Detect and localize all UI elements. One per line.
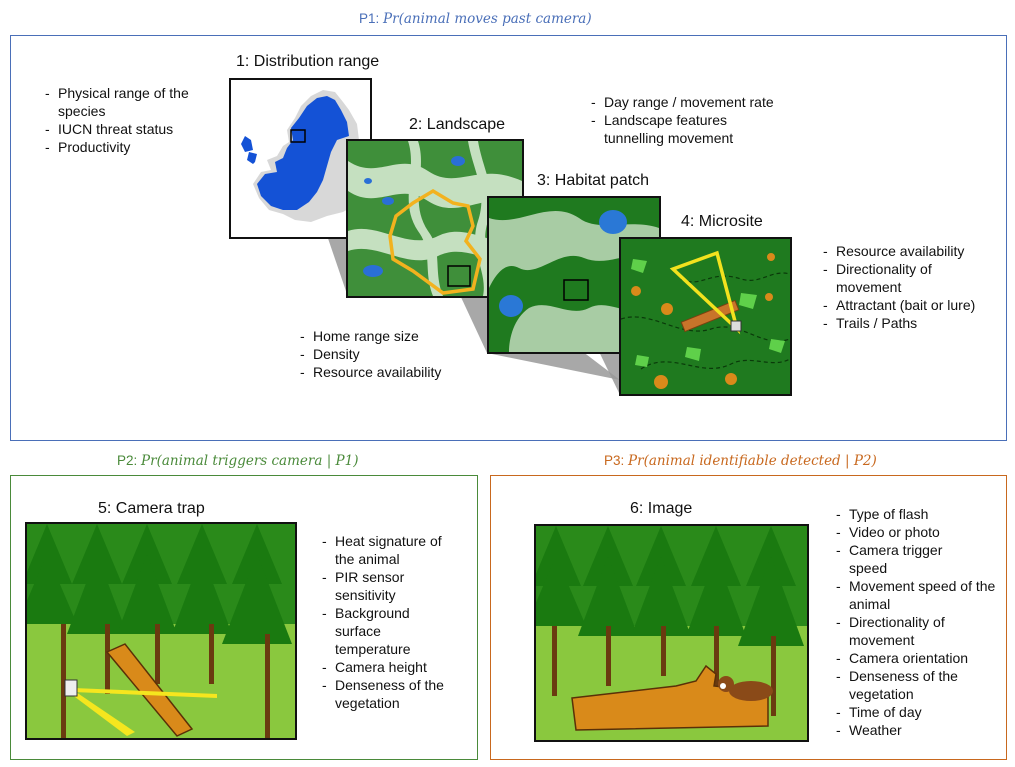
list-item: Day range / movement rate	[591, 93, 801, 111]
list-item: Time of day	[836, 703, 1001, 721]
p1-expression: Pr(animal moves past camera)	[383, 11, 592, 27]
list-item: Type of flash	[836, 505, 1001, 523]
p2-title: P2: Pr(animal triggers camera | P1)	[117, 453, 358, 469]
list-item: Background surface temperature	[322, 604, 425, 658]
p3-title: P3: Pr(animal identifiable detected | P2…	[604, 453, 877, 469]
list-item: Camera trigger speed	[836, 541, 964, 577]
range-factor-list: Physical range of the species IUCN threa…	[45, 84, 210, 156]
p3-expression: Pr(animal identifiable detected | P2)	[628, 453, 877, 469]
list-item: Resource availability	[300, 363, 480, 381]
list-item: Directionality of movement	[823, 260, 961, 296]
habitat-factor-list: Home range size Density Resource availab…	[300, 327, 480, 381]
distribution-range-title: 1: Distribution range	[236, 53, 380, 70]
p2-expression: Pr(animal triggers camera | P1)	[141, 453, 359, 469]
list-item: Home range size	[300, 327, 480, 345]
camera-trap-title: 5: Camera trap	[98, 500, 205, 517]
list-item: Resource availability	[823, 242, 998, 260]
list-item: Movement speed of the animal	[836, 577, 999, 613]
p2-frame	[10, 475, 478, 760]
list-item: PIR sensor sensitivity	[322, 568, 425, 604]
habitat-patch-title: 3: Habitat patch	[537, 172, 650, 189]
list-item: Heat signature of the animal	[322, 532, 460, 568]
list-item: Video or photo	[836, 523, 1001, 541]
list-item: Weather	[836, 721, 1001, 739]
list-item: Camera height	[322, 658, 472, 676]
microsite-title: 4: Microsite	[681, 213, 763, 230]
list-item: Denseness of the vegetation	[836, 667, 979, 703]
list-item: Density	[300, 345, 480, 363]
p1-title: P1: Pr(animal moves past camera)	[359, 11, 592, 27]
landscape-factor-list: Day range / movement rate Landscape feat…	[591, 93, 801, 147]
landscape-title: 2: Landscape	[409, 116, 506, 133]
image-factor-list: Type of flash Video or photo Camera trig…	[836, 505, 1001, 739]
p2-label: P2:	[117, 453, 138, 468]
camera-trap-factor-list: Heat signature of the animal PIR sensor …	[322, 532, 472, 712]
p3-label: P3:	[604, 453, 625, 468]
p1-label: P1:	[359, 11, 380, 26]
list-item: Trails / Paths	[823, 314, 998, 332]
image-title: 6: Image	[630, 500, 693, 517]
list-item: Directionality of movement	[836, 613, 974, 649]
list-item: Physical range of the species	[45, 84, 210, 120]
microsite-map	[619, 237, 792, 396]
list-item: Landscape features tunnelling movement	[591, 111, 764, 147]
p1-frame	[10, 35, 1007, 441]
image-illustration	[534, 524, 809, 742]
camera-trap-illustration	[25, 522, 297, 740]
list-item: Productivity	[45, 138, 210, 156]
list-item: Attractant (bait or lure)	[823, 296, 998, 314]
list-item: Camera orientation	[836, 649, 1001, 667]
p3-frame	[490, 475, 1007, 760]
list-item: Denseness of the vegetation	[322, 676, 465, 712]
list-item: IUCN threat status	[45, 120, 210, 138]
microsite-factor-list: Resource availability Directionality of …	[823, 242, 998, 332]
